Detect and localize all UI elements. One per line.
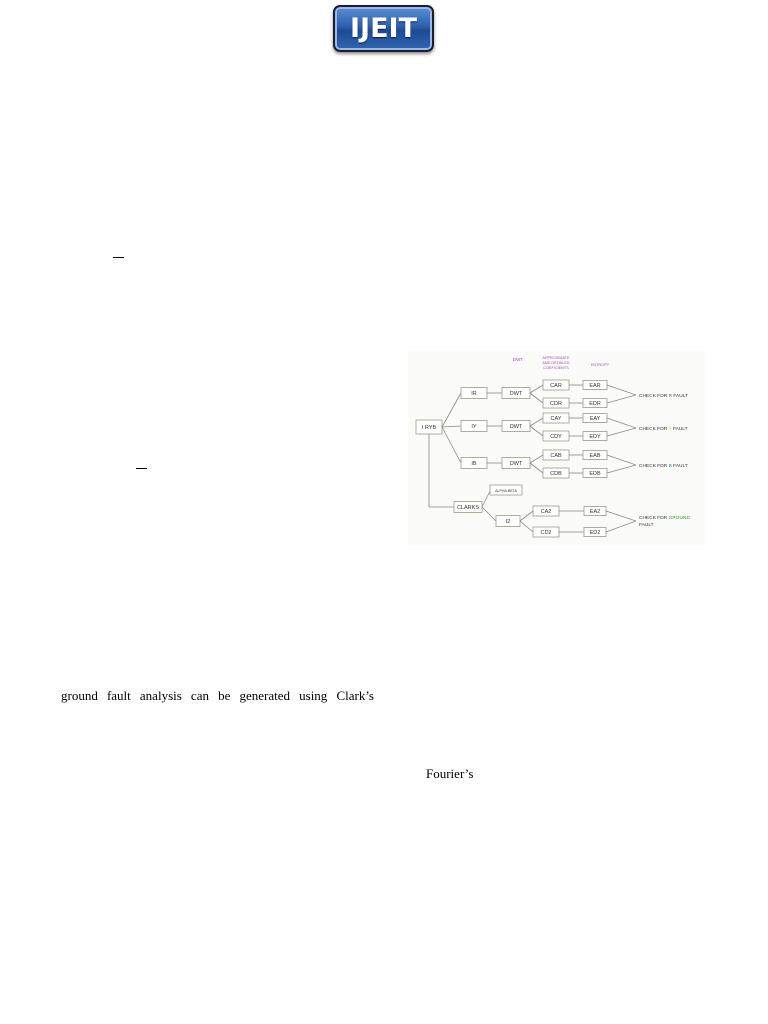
ground-current-label: I2 bbox=[506, 519, 511, 525]
column-header-coefficients: COEFICIENTS bbox=[543, 366, 569, 370]
logo-text: IJEIT bbox=[350, 13, 417, 44]
column-header-coefficients: APPROXIMATE bbox=[542, 356, 570, 360]
connector-line bbox=[605, 510, 637, 522]
entropy-approx-label: EAB bbox=[589, 453, 600, 459]
body-text-line: Fourier’s bbox=[426, 766, 474, 781]
phase-current-label: IY bbox=[471, 424, 477, 430]
connector-line bbox=[519, 510, 534, 522]
check-fault-label: CHECK FOR R FAULT bbox=[639, 393, 688, 399]
connector-line bbox=[529, 384, 544, 394]
connector-line bbox=[481, 506, 497, 522]
alpha-beta-box bbox=[489, 484, 523, 496]
entropy-approx-label: EAR bbox=[589, 383, 600, 389]
connector-line bbox=[441, 392, 462, 428]
approx-coefficient-label: CAY bbox=[551, 416, 562, 422]
connector-line bbox=[606, 417, 637, 429]
ground-entropy-approx-label: EA2 bbox=[590, 509, 600, 515]
equation-bar-mark bbox=[113, 257, 124, 258]
detail-coefficient-label: CDB bbox=[550, 471, 562, 477]
connector-line bbox=[606, 427, 637, 437]
entropy-detail-label: EDY bbox=[589, 434, 601, 440]
approx-coefficient-label: CAB bbox=[550, 453, 562, 459]
phase-current-label: IR bbox=[471, 391, 477, 397]
phase-current-label: IB bbox=[471, 461, 477, 467]
connector-line bbox=[441, 426, 462, 464]
ground-approx-coefficient-label: CA2 bbox=[541, 509, 552, 515]
dwt-block-label: DWT bbox=[510, 424, 523, 430]
clarks-transform-label: CLARKS bbox=[457, 505, 479, 511]
detail-coefficient-label: CDY bbox=[550, 434, 562, 440]
journal-logo: IJEIT bbox=[333, 5, 434, 52]
check-fault-label: CHECK FOR B FAULT bbox=[639, 463, 688, 469]
approx-coefficient-label: CAR bbox=[550, 383, 562, 389]
detail-coefficient-label: CDR bbox=[550, 401, 562, 407]
dwt-block-label: DWT bbox=[510, 461, 523, 467]
alpha-beta-label: ALPHA BETA bbox=[495, 489, 517, 493]
column-header-dwt: DWT bbox=[513, 357, 523, 362]
column-header-entropy: ENTROPY bbox=[591, 363, 610, 367]
input-current-label: I RYB bbox=[422, 425, 437, 431]
column-header-coefficients: AND DETAILED bbox=[542, 361, 570, 365]
connector-line bbox=[606, 394, 637, 404]
check-ground-fault-label: CHECK FOR GROUND bbox=[639, 515, 690, 521]
dwt-block-label: DWT bbox=[510, 391, 523, 397]
check-fault-label: CHECK FOR Y FAULT bbox=[639, 426, 688, 432]
connector-line bbox=[606, 384, 637, 396]
connector-line bbox=[606, 454, 637, 466]
connector-line bbox=[606, 464, 637, 474]
connector-line bbox=[519, 520, 534, 533]
check-ground-fault-label: FAULT bbox=[639, 522, 654, 528]
ground-entropy-detail-label: ED2 bbox=[590, 530, 601, 536]
entropy-detail-label: EDB bbox=[589, 471, 601, 477]
connector-line bbox=[441, 425, 462, 428]
entropy-approx-label: EAY bbox=[590, 416, 601, 422]
connector-line bbox=[529, 425, 544, 437]
connector-line bbox=[481, 490, 491, 508]
connector-line bbox=[529, 417, 544, 427]
connector-line bbox=[529, 392, 544, 404]
connector-line bbox=[605, 520, 637, 533]
entropy-detail-label: EDR bbox=[589, 401, 601, 407]
body-text-line: ground fault analysis can be generated u… bbox=[61, 688, 374, 703]
equation-bar-mark bbox=[136, 468, 147, 469]
connector-line bbox=[529, 454, 544, 464]
ground-detail-coefficient-label: CD2 bbox=[540, 530, 551, 536]
connector-line bbox=[529, 462, 544, 474]
